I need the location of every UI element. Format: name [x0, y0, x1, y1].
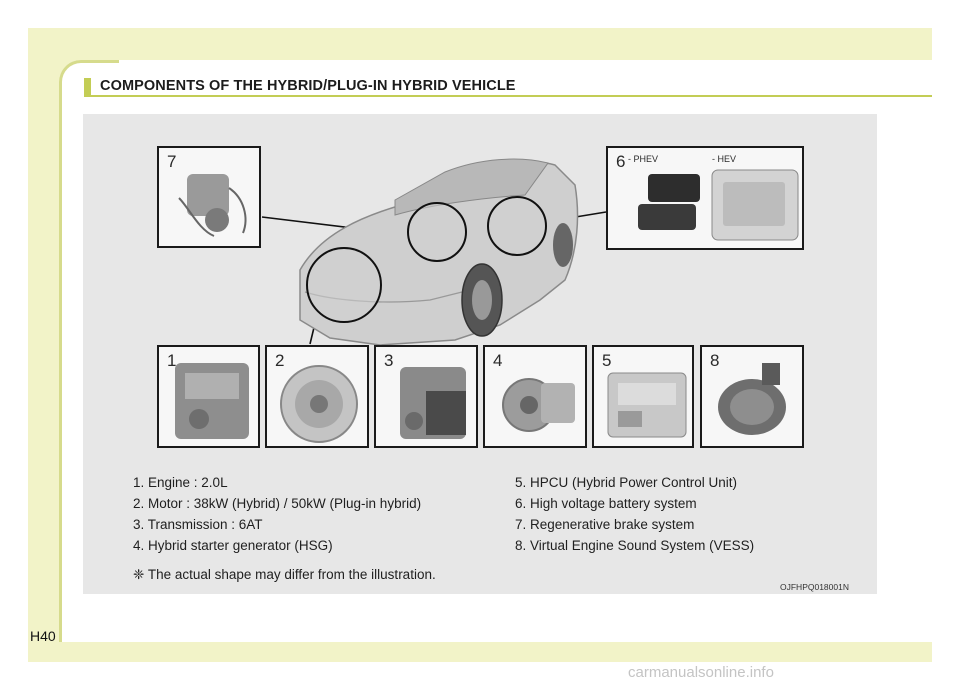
battery-system-image — [638, 169, 799, 241]
vess-image — [718, 363, 786, 435]
highlight-circle-brake — [407, 202, 467, 262]
callout-number-3: 3 — [384, 351, 394, 370]
callout-number-5: 5 — [602, 351, 612, 370]
component-box-4: 4 — [483, 345, 587, 448]
component-box-2: 2 — [265, 345, 369, 448]
header-rule — [84, 95, 932, 97]
legend-item: 3. Transmission : 6AT — [133, 517, 263, 532]
highlight-circle-engine — [306, 247, 382, 323]
callout-number-4: 4 — [493, 351, 503, 370]
front-wheel-hub — [472, 280, 492, 320]
callout-number-8: 8 — [710, 351, 720, 370]
legend-item: 4. Hybrid starter generator (HSG) — [133, 538, 333, 553]
callout-number-7: 7 — [167, 152, 177, 171]
brake-system-image — [178, 174, 247, 237]
legend-item: 5. HPCU (Hybrid Power Control Unit) — [515, 475, 738, 490]
page-bracket — [59, 60, 119, 642]
legend-right: 5. HPCU (Hybrid Power Control Unit) 6. H… — [515, 472, 754, 556]
hpcu-image — [607, 372, 687, 438]
section-title: COMPONENTS OF THE HYBRID/PLUG-IN HYBRID … — [100, 78, 516, 94]
component-box-7: 7 — [157, 146, 261, 248]
legend-item: 7. Regenerative brake system — [515, 517, 695, 532]
section-header: COMPONENTS OF THE HYBRID/PLUG-IN HYBRID … — [84, 78, 932, 97]
legend-item: 6. High voltage battery system — [515, 496, 697, 511]
callout-number-1: 1 — [167, 351, 177, 370]
watermark: carmanualsonline.info — [628, 664, 774, 681]
component-box-5: 5 — [592, 345, 694, 448]
starter-generator-image — [502, 378, 575, 432]
motor-image — [280, 365, 358, 443]
component-box-8: 8 — [700, 345, 804, 448]
legend-item: 2. Motor : 38kW (Hybrid) / 50kW (Plug-in… — [133, 496, 422, 511]
rear-wheel — [553, 223, 573, 267]
figure-code: OJFHPQ018001N — [780, 582, 849, 592]
legend-item: 8. Virtual Engine Sound System (VESS) — [515, 538, 755, 553]
component-box-6: 6 - PHEV - HEV — [606, 146, 804, 250]
header-accent — [84, 78, 91, 96]
illustration-note: ❈ The actual shape may differ from the i… — [133, 567, 436, 582]
engine-image — [175, 363, 249, 439]
callout-number-2: 2 — [275, 351, 285, 370]
highlight-circle-battery — [487, 196, 547, 256]
component-box-3: 3 — [374, 345, 478, 448]
legend-item: 1. Engine : 2.0L — [133, 475, 228, 490]
legend-left: 1. Engine : 2.0L 2. Motor : 38kW (Hybrid… — [133, 472, 421, 556]
page-number: H40 — [30, 628, 56, 644]
transmission-image — [400, 367, 466, 439]
phev-label: - PHEV — [628, 154, 659, 164]
component-box-1: 1 — [157, 345, 260, 448]
callout-number-6: 6 — [616, 152, 626, 171]
hev-label: - HEV — [712, 154, 737, 164]
